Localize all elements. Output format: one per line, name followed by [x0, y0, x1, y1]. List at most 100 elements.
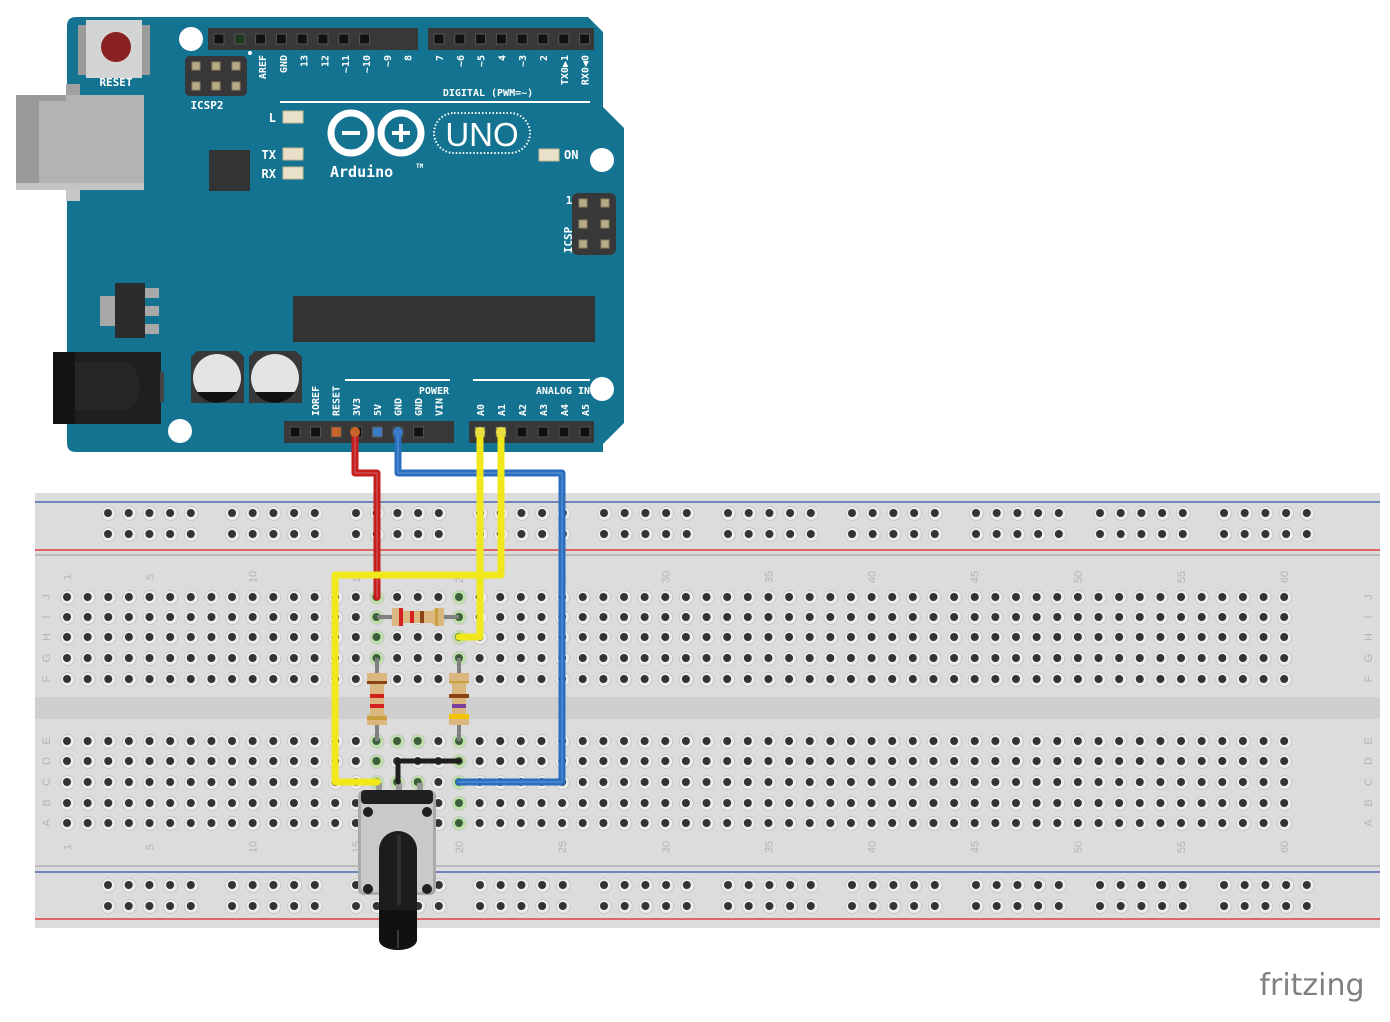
breadboard-hole[interactable] [658, 775, 674, 790]
breadboard-hole[interactable] [720, 651, 736, 666]
breadboard-hole[interactable] [286, 816, 302, 831]
breadboard-hole[interactable] [637, 590, 653, 605]
breadboard-hole[interactable] [679, 506, 695, 521]
breadboard-hole[interactable] [740, 754, 756, 769]
breadboard-hole[interactable] [1174, 630, 1190, 645]
breadboard-hole[interactable] [720, 610, 736, 625]
breadboard-hole[interactable] [555, 899, 571, 914]
breadboard-hole[interactable] [1217, 506, 1232, 521]
breadboard-hole[interactable] [967, 651, 983, 666]
breadboard-hole[interactable] [1093, 899, 1108, 914]
breadboard-hole[interactable] [927, 506, 943, 521]
breadboard-hole[interactable] [1132, 796, 1148, 811]
breadboard-hole[interactable] [658, 630, 674, 645]
breadboard-hole[interactable] [534, 734, 550, 749]
resistor-r3[interactable] [449, 658, 469, 741]
breadboard-hole[interactable] [348, 630, 364, 645]
breadboard-hole[interactable] [905, 651, 921, 666]
wire-a1[interactable] [331, 428, 505, 786]
breadboard-hole[interactable] [1153, 775, 1169, 790]
breadboard-hole[interactable] [1217, 899, 1232, 914]
breadboard-hole[interactable] [390, 734, 406, 749]
breadboard-hole[interactable] [1008, 590, 1024, 605]
breadboard-hole[interactable] [493, 734, 509, 749]
breadboard-hole[interactable] [617, 816, 633, 831]
breadboard-hole[interactable] [80, 734, 96, 749]
breadboard-hole[interactable] [513, 796, 529, 811]
breadboard-hole[interactable] [1070, 734, 1086, 749]
breadboard-hole[interactable] [1155, 506, 1171, 521]
breadboard-hole[interactable] [534, 651, 550, 666]
breadboard-hole[interactable] [865, 506, 881, 521]
breadboard-hole[interactable] [225, 734, 241, 749]
breadboard-hole[interactable] [1258, 899, 1274, 914]
breadboard-hole[interactable] [493, 878, 509, 893]
breadboard-hole[interactable] [845, 878, 860, 893]
breadboard-hole[interactable] [493, 796, 509, 811]
breadboard-hole[interactable] [286, 651, 302, 666]
breadboard-hole[interactable] [802, 630, 818, 645]
breadboard-hole[interactable] [163, 754, 179, 769]
breadboard-hole[interactable] [1112, 610, 1128, 625]
breadboard-hole[interactable] [885, 590, 901, 605]
breadboard-hole[interactable] [1029, 734, 1045, 749]
breadboard-hole[interactable] [1155, 878, 1171, 893]
breadboard-hole[interactable] [1070, 630, 1086, 645]
breadboard-hole[interactable] [60, 672, 75, 687]
breadboard-hole[interactable] [1174, 610, 1190, 625]
breadboard-hole[interactable] [1112, 651, 1128, 666]
breadboard-hole[interactable] [1091, 775, 1107, 790]
breadboard-hole[interactable] [926, 734, 942, 749]
breadboard-hole[interactable] [142, 734, 158, 749]
breadboard-hole[interactable] [142, 590, 158, 605]
breadboard-hole[interactable] [1070, 651, 1086, 666]
breadboard-hole[interactable] [1217, 527, 1232, 542]
breadboard-hole[interactable] [451, 590, 467, 605]
breadboard-hole[interactable] [967, 796, 983, 811]
breadboard-hole[interactable] [60, 816, 75, 831]
breadboard-hole[interactable] [740, 734, 756, 749]
breadboard-hole[interactable] [720, 796, 736, 811]
breadboard-hole[interactable] [163, 590, 179, 605]
breadboard-hole[interactable] [1235, 775, 1251, 790]
breadboard-hole[interactable] [907, 899, 923, 914]
breadboard-hole[interactable] [926, 651, 942, 666]
header-pin[interactable] [310, 426, 322, 438]
resistor-r1[interactable] [377, 608, 459, 626]
breadboard-hole[interactable] [1153, 630, 1169, 645]
breadboard-hole[interactable] [121, 506, 137, 521]
breadboard-hole[interactable] [348, 672, 364, 687]
breadboard-hole[interactable] [121, 590, 137, 605]
breadboard-hole[interactable] [204, 590, 220, 605]
breadboard-hole[interactable] [349, 527, 364, 542]
breadboard-hole[interactable] [328, 796, 344, 811]
breadboard-hole[interactable] [783, 899, 799, 914]
breadboard-hole[interactable] [782, 816, 798, 831]
breadboard-hole[interactable] [637, 630, 653, 645]
breadboard-hole[interactable] [183, 651, 199, 666]
breadboard-hole[interactable] [286, 590, 302, 605]
breadboard-hole[interactable] [843, 672, 859, 687]
breadboard-hole[interactable] [513, 754, 529, 769]
breadboard-hole[interactable] [575, 796, 591, 811]
breadboard-hole[interactable] [597, 506, 612, 521]
breadboard-hole[interactable] [431, 672, 447, 687]
breadboard-hole[interactable] [1113, 878, 1129, 893]
breadboard-hole[interactable] [1215, 672, 1231, 687]
breadboard-hole[interactable] [638, 506, 654, 521]
breadboard-hole[interactable] [617, 590, 633, 605]
breadboard-hole[interactable] [1299, 899, 1315, 914]
breadboard-hole[interactable] [534, 630, 550, 645]
breadboard-hole[interactable] [348, 590, 364, 605]
breadboard-hole[interactable] [1153, 651, 1169, 666]
breadboard-hole[interactable] [575, 672, 591, 687]
breadboard-hole[interactable] [183, 754, 199, 769]
breadboard-hole[interactable] [266, 899, 282, 914]
breadboard-hole[interactable] [431, 527, 447, 542]
breadboard-hole[interactable] [802, 590, 818, 605]
breadboard-hole[interactable] [823, 816, 839, 831]
breadboard-hole[interactable] [1093, 506, 1108, 521]
breadboard-hole[interactable] [410, 734, 426, 749]
breadboard-hole[interactable] [1174, 590, 1190, 605]
breadboard-hole[interactable] [1174, 672, 1190, 687]
